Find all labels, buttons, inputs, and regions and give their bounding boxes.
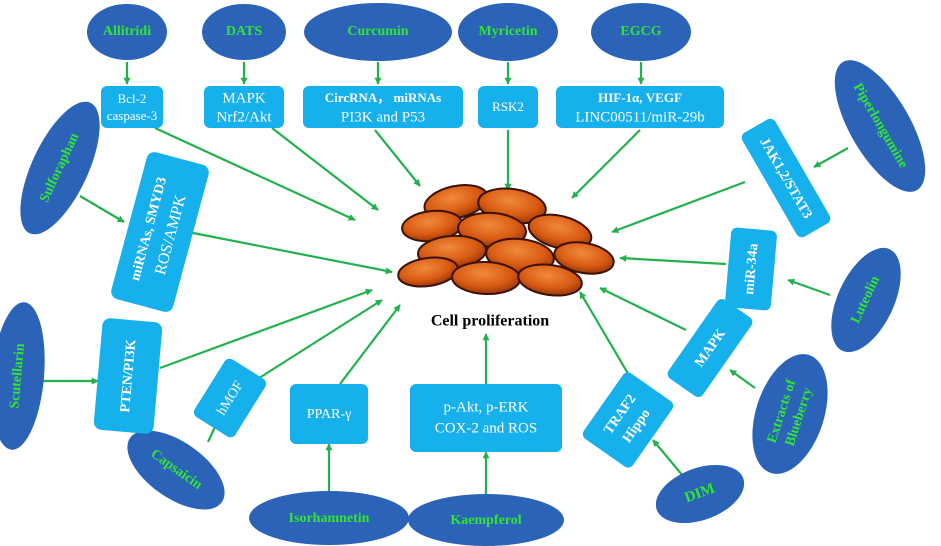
target-hif-label-1: HIF-1α, VEGF	[598, 90, 682, 105]
arrow-ppar-to-cell	[339, 304, 401, 385]
target-pten: PTEN/PI3K	[93, 318, 163, 434]
compound-piperlongumine: Piperlongumine	[834, 60, 926, 192]
compound-isorhamnetin: Isorhamnetin	[249, 491, 409, 545]
arrow-dim-to-traf2	[652, 439, 684, 477]
target-mapk-nrf2: MAPK Nrf2/Akt	[204, 86, 284, 128]
cell-cluster-image	[397, 183, 615, 297]
target-hmof: hMOF	[193, 358, 267, 438]
compound-blueberry: Extracts of Blueberry	[752, 354, 828, 474]
target-pakt: p-Akt, p-ERK COX-2 and ROS	[410, 384, 562, 452]
cell-9	[397, 256, 459, 288]
arrow-hif-to-cell	[571, 129, 641, 199]
arrow-sulforaphan-to-smyd3	[79, 195, 125, 223]
arrow-circrna-to-cell	[374, 129, 421, 187]
targets: Bcl-2 caspase-3 MAPK Nrf2/Akt CircRNA， m…	[93, 86, 831, 468]
target-circrna: CircRNA， miRNAs PI3K and P53	[303, 86, 463, 128]
compound-myricetin-label: Myricetin	[478, 24, 537, 39]
compound-egcg: EGCG	[591, 3, 691, 61]
target-hif-label-2: LINC00511/miR-29b	[575, 109, 704, 125]
target-pakt-label-2: COX-2 and ROS	[435, 420, 538, 436]
arrow-hmof-to-cell	[255, 299, 383, 381]
arrow-mapk-nrf2-to-cell	[271, 127, 379, 211]
target-mapk-nrf2-label-2: Nrf2/Akt	[217, 109, 273, 125]
compound-luteolin: Luteolin	[831, 247, 901, 353]
arrow-mir34a-to-cell	[619, 254, 727, 266]
target-mir34a-label: miR-34a	[742, 243, 761, 295]
target-jak: JAK1,2/STAT3	[741, 118, 831, 238]
compound-allitridi: Allitridi	[87, 4, 167, 60]
cell-11	[517, 263, 583, 297]
compound-isorhamnetin-label: Isorhamnetin	[289, 511, 370, 526]
target-bcl2-label-2: caspase-3	[107, 108, 158, 123]
target-bcl2-label-1: Bcl-2	[118, 91, 147, 106]
compound-egcg-label: EGCG	[620, 24, 661, 39]
compound-curcumin: Curcumin	[304, 3, 452, 61]
compounds: Allitridi DATS Curcumin Myricetin EGCG P…	[0, 3, 926, 546]
arrow-piperlongumine-to-jak	[813, 147, 849, 168]
target-ppar: PPAR-γ	[290, 384, 368, 444]
cell-proliferation-label: Cell proliferation	[431, 313, 549, 330]
compound-allitridi-label: Allitridi	[103, 24, 151, 39]
target-pten-label: PTEN/PI3K	[118, 339, 139, 413]
target-mapk-nrf2-label-1: MAPK	[222, 90, 266, 106]
arrow-smyd3-to-cell	[187, 230, 393, 275]
arrow-jak-to-cell	[611, 180, 746, 234]
target-mir34a: miR-34a	[725, 227, 777, 311]
compound-scutellarin: Scutellarin	[0, 302, 45, 450]
compound-curcumin-label: Curcumin	[347, 24, 408, 39]
target-smyd3: miRNAs, SMYD3 ROS/AMPK	[111, 152, 209, 312]
target-circrna-label-1: CircRNA， miRNAs	[325, 90, 441, 105]
arrow-pten-to-cell	[159, 288, 373, 370]
arrow-blueberry-to-mapk	[729, 369, 756, 389]
compound-scutellarin-label: Scutellarin	[7, 343, 28, 410]
target-hif: HIF-1α, VEGF LINC00511/miR-29b	[556, 86, 724, 128]
compound-dats-label: DATS	[226, 24, 263, 39]
compound-sulforaphan: Sulforaphan	[20, 101, 100, 235]
target-rsk2-label: RSK2	[492, 99, 524, 114]
target-traf2: TRAF2 Hippo	[582, 372, 674, 468]
target-ppar-label: PPAR-γ	[307, 407, 352, 422]
compound-dats: DATS	[202, 4, 286, 60]
arrow-luteolin-to-mir34a	[787, 278, 831, 297]
compound-kaempferol-label: Kaempferol	[450, 513, 521, 528]
target-rsk2: RSK2	[478, 86, 538, 128]
cell-8	[553, 241, 615, 275]
compound-dim: DIM	[655, 464, 745, 524]
arrows	[40, 62, 849, 500]
target-pakt-label-1: p-Akt, p-ERK	[444, 399, 529, 415]
compound-myricetin: Myricetin	[458, 3, 558, 61]
arrow-mapk-to-cell	[599, 287, 687, 331]
target-bcl2: Bcl-2 caspase-3	[101, 86, 163, 128]
compound-kaempferol: Kaempferol	[408, 494, 564, 546]
target-mapk: MAPK	[667, 298, 753, 398]
target-circrna-label-2: PI3K and P53	[341, 109, 425, 125]
compound-capsaicin: Capsaicin	[127, 430, 225, 510]
arrow-bcl2-to-cell	[154, 127, 356, 221]
